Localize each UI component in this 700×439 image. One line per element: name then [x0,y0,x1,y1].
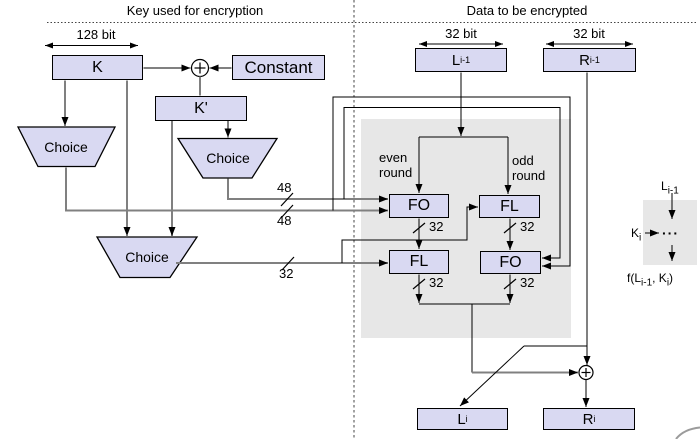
fl-right-out32-label: 32 [520,219,535,234]
round-function-panel [361,119,571,338]
fo-left-box: FO [389,194,449,218]
slash-fl-right-out [503,222,517,234]
bus48-lower-label: 48 [277,213,292,228]
slash-fo-left-out [412,222,426,234]
wire-48-outer-routing [332,96,571,270]
fo-left-out32-label: 32 [429,219,444,234]
mini-dots: ··· [662,225,679,241]
fo-right-out32-label: 32 [520,275,535,290]
choice1-label: Choice [44,139,88,155]
data-path-wires [412,72,591,407]
k-prime-box: K' [155,96,247,121]
dim-label-32bit-right: 32 bit [573,26,605,41]
mini-f-output-label: f(Li-1, Ki) [627,271,674,289]
slash-32-key [281,256,295,271]
dim-label-128bit: 128 bit [76,27,116,42]
choice2-label: Choice [206,150,250,166]
fl-right-box: FL [479,195,540,218]
key-schedule-wires [61,64,571,271]
wire-48-inner-routing [343,107,561,262]
choice1-trapezoid [16,126,117,168]
k-box: K [52,55,143,80]
mini-function-wires [645,193,676,261]
wire-choice1-48-to-fo [65,167,388,214]
wire-kl-branch-to-fl-right [341,203,478,263]
choice-trapezoids [16,126,279,279]
slash-fo-right-out [503,278,517,290]
xor-output-icon [578,364,594,381]
fo-right-box: FO [480,251,541,274]
mini-key-label: Ki [631,226,642,244]
wire-choice2-48-to-fo [227,178,388,203]
constant-box: Constant [232,55,325,80]
bus48-upper-label: 48 [277,180,292,195]
slash-48-upper [280,192,294,207]
choice3-trapezoid [95,236,199,279]
fl-left-out32-label: 32 [429,275,444,290]
slash-fl-left-out [412,278,426,290]
section-title-data: Data to be encrypted [466,3,588,18]
xor-key-constant-icon [190,58,210,78]
mini-input-label: Li-1 [661,179,679,197]
fl-left-box: FL [389,250,449,274]
slash-48-lower [280,204,294,219]
choice3-label: Choice [125,249,169,265]
wire-crossover-diagonal [459,345,525,407]
dimension-arrows [45,41,633,49]
dim-label-32bit-left: 32 bit [445,26,477,41]
corner-arc-decoration [675,426,700,439]
choice2-trapezoid [176,137,279,179]
bus32-key-label: 32 [279,266,294,281]
section-title-key: Key used for encryption [126,3,264,18]
